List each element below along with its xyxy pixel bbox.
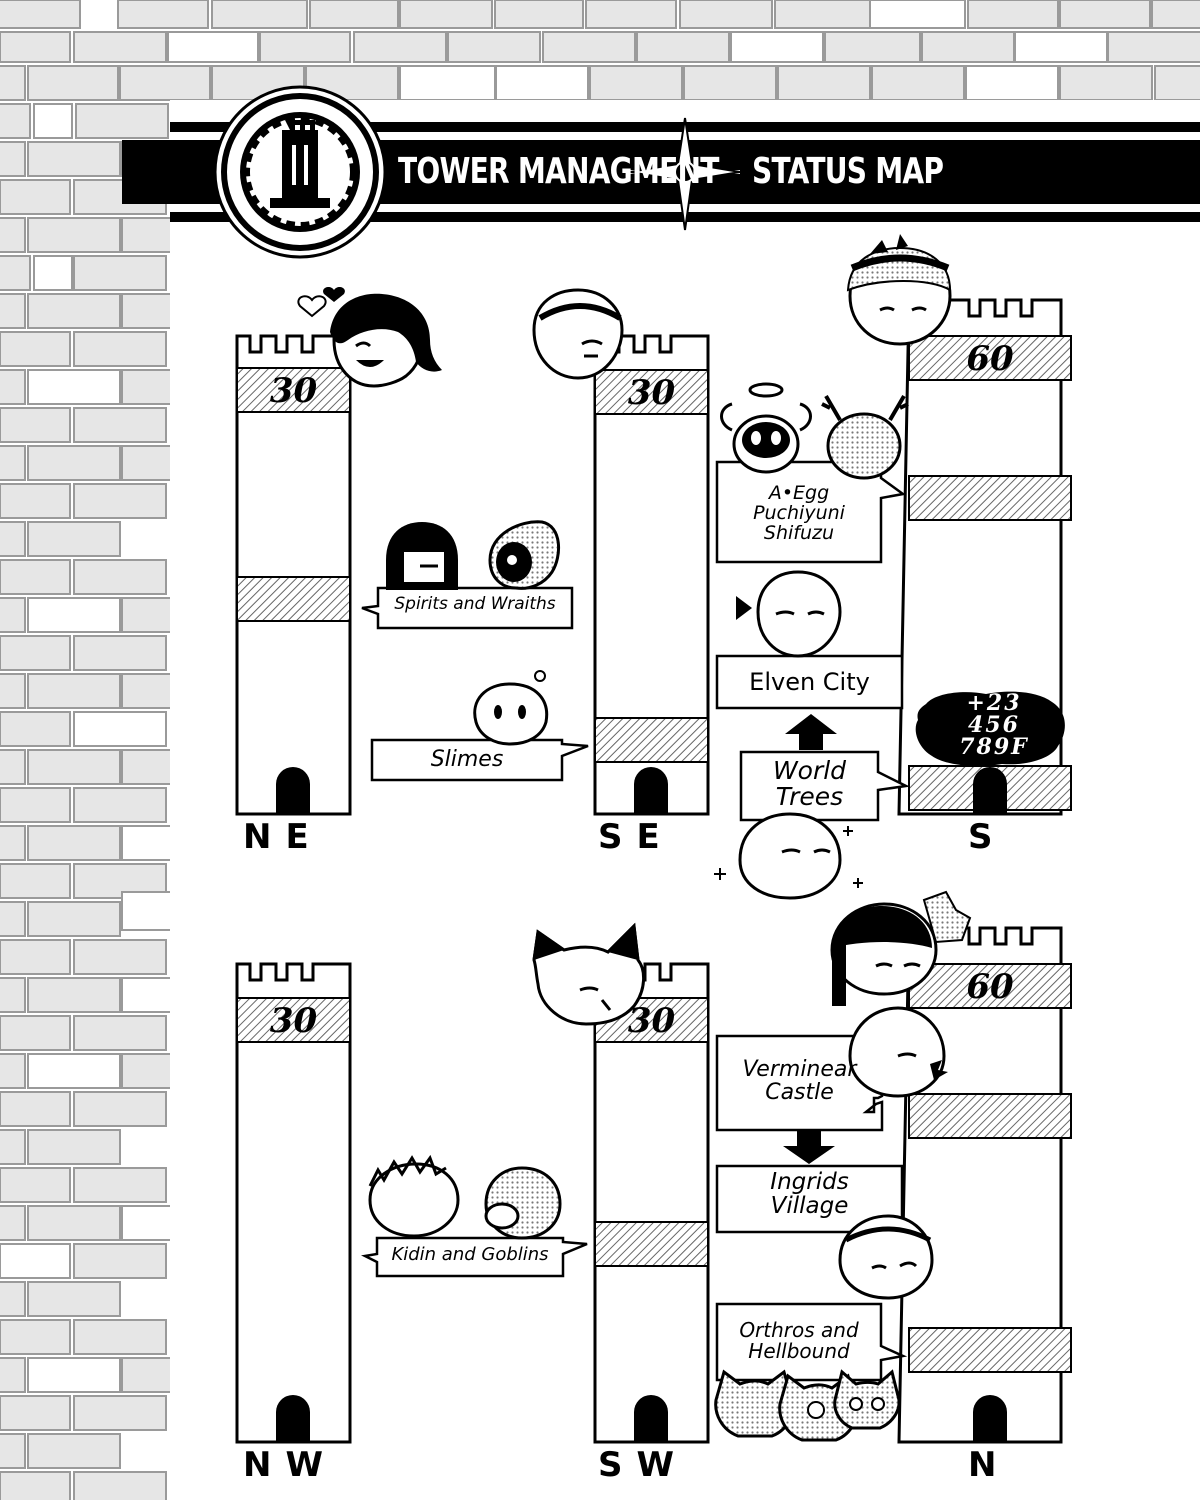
- label-ingrids-line1: Ingrids: [770, 1169, 849, 1195]
- label-orthros-line1: Orthros and: [739, 1318, 859, 1342]
- label-egg-line1: A•Egg: [768, 482, 830, 504]
- label-slimes: Slimes: [430, 747, 504, 772]
- number-blob-line2: 456: [968, 712, 1020, 738]
- label-elven-city: Elven City: [749, 668, 870, 696]
- character-n-girl: [830, 890, 972, 1006]
- label-spirits-and-wraiths: Spirits and Wraiths: [394, 594, 556, 614]
- slime-icon: [473, 670, 549, 746]
- number-blob-icon: [915, 691, 1065, 766]
- label-egg-line2: Puchiyuni: [753, 501, 845, 524]
- arrow-up-icon: [785, 714, 837, 750]
- tower-nw: [235, 962, 352, 1444]
- direction-label-sw: SW: [598, 1445, 688, 1485]
- floor-count-ne: 30: [269, 371, 318, 411]
- tower-se: [593, 334, 710, 816]
- floor-count-s: 60: [966, 339, 1014, 379]
- label-egg-line3: Shifuzu: [763, 521, 835, 544]
- arrow-down-icon: [783, 1130, 835, 1164]
- brick-wall-top: [0, 0, 1200, 101]
- label-orthros-line2: Hellbound: [748, 1339, 850, 1363]
- character-se-girl: [532, 288, 624, 380]
- direction-label-ne: NE: [243, 817, 323, 857]
- character-catear-girl: [532, 922, 645, 1026]
- character-orthros-dogs: [714, 1369, 901, 1442]
- label-world-line1: World: [772, 756, 847, 785]
- label-egg-group: A•Egg Puchiyuni Shifuzu: [717, 482, 881, 544]
- label-orthros-and-hellbound: Orthros and Hellbound: [717, 1320, 881, 1362]
- header-title-tower-management: TOWER MANAGMENT: [398, 151, 719, 192]
- label-boxes: [361, 460, 911, 1382]
- direction-label-nw: NW: [243, 1445, 337, 1485]
- brick-wall-left: [0, 103, 215, 1500]
- tower-emblem-icon: [213, 85, 387, 259]
- direction-label-se: SE: [598, 817, 674, 857]
- label-ingrids-village: Ingrids Village: [717, 1170, 902, 1218]
- header-title-status-map: STATUS MAP: [752, 151, 944, 192]
- direction-label-s: S: [968, 817, 1007, 857]
- character-ingrid-girl: [838, 1214, 934, 1300]
- label-world-line2: Trees: [775, 782, 844, 812]
- character-goblins: [368, 1154, 562, 1240]
- character-egg-monsters: [720, 382, 909, 480]
- tower-s: [897, 298, 1072, 816]
- character-ne-girl: [297, 287, 442, 388]
- number-blob-text: +23 456 789F: [924, 692, 1064, 758]
- number-blob-line1: +23: [966, 690, 1022, 716]
- label-kidin-and-goblins: Kidin and Goblins: [391, 1244, 549, 1265]
- floor-count-se: 30: [627, 373, 676, 413]
- label-verminear-line1: Verminear: [742, 1057, 857, 1082]
- character-spirits: [386, 520, 561, 590]
- label-ingrids-line2: Village: [770, 1193, 849, 1220]
- direction-label-n: N: [968, 1445, 1011, 1485]
- floor-count-sw: 30: [627, 1001, 676, 1041]
- character-verminear-girl: [848, 1006, 948, 1098]
- label-verminear-line2: Castle: [765, 1080, 834, 1106]
- label-world-trees: World Trees: [741, 756, 878, 812]
- floor-count-nw: 30: [269, 1001, 318, 1041]
- character-elven-girl: [736, 570, 842, 658]
- number-blob-line3: 789F: [959, 734, 1029, 760]
- floor-count-n: 60: [966, 967, 1014, 1007]
- label-verminear-castle: Verminear Castle: [717, 1058, 882, 1104]
- character-sparkle-girl: [714, 812, 863, 900]
- tower-sw: [593, 962, 710, 1444]
- tower-ne: [235, 334, 352, 816]
- character-s-girl: [846, 234, 952, 346]
